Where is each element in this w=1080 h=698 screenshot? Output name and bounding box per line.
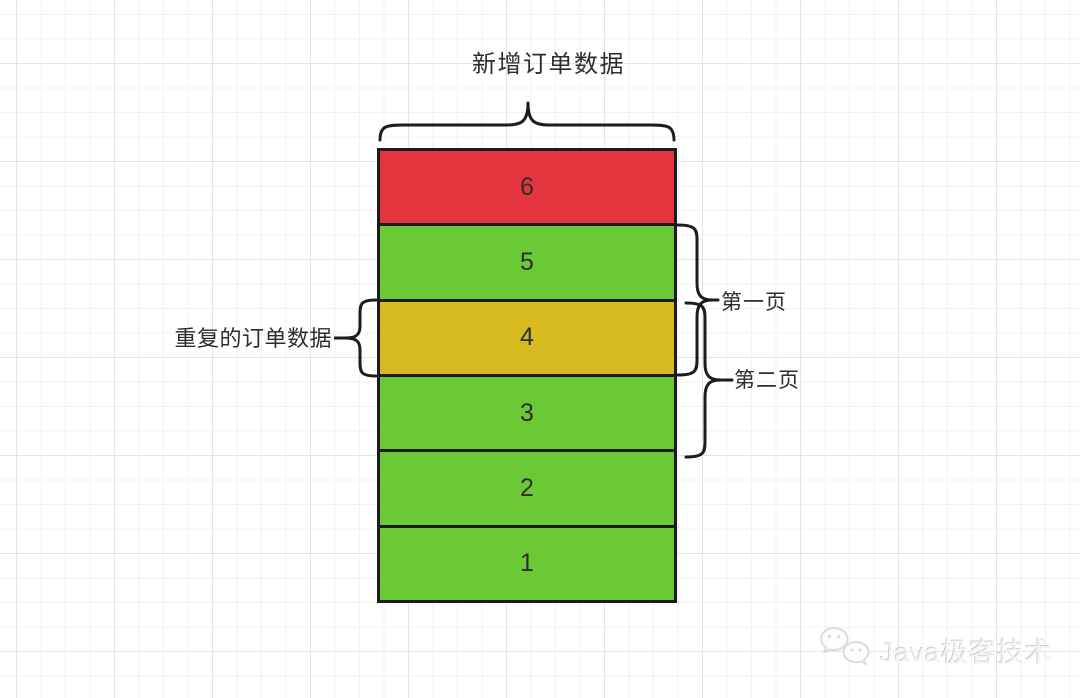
stack-row-label: 1 <box>520 549 534 578</box>
new-orders-label: 新增订单数据 <box>472 51 625 78</box>
page-one-label: 第一页 <box>721 291 787 314</box>
stack-row-label: 2 <box>520 473 534 502</box>
stack-row-3: 3 <box>377 373 677 453</box>
stack-row-label: 5 <box>520 247 534 276</box>
stack-row-5: 5 <box>377 223 677 302</box>
stack-row-2: 2 <box>377 449 677 528</box>
stack-row-label: 6 <box>520 172 534 201</box>
watermark-text: Java极客技术 <box>880 637 1054 668</box>
top-brace <box>378 101 676 142</box>
watermark: Java极客技术 <box>820 626 1053 674</box>
duplicate-orders-label: 重复的订单数据 <box>174 326 332 351</box>
stack-row-label: 3 <box>520 398 534 427</box>
stack-row-4: 4 <box>377 298 677 377</box>
stack-row-label: 4 <box>520 323 534 352</box>
page2-brace <box>684 301 734 459</box>
stack-row-1: 1 <box>377 524 677 603</box>
stack-row-6: 6 <box>377 148 677 227</box>
wechat-bubbles-icon <box>820 626 870 666</box>
left-brace <box>334 298 378 378</box>
order-stack: 6 5 4 3 2 1 <box>377 148 677 603</box>
page1-brace <box>676 223 720 377</box>
page-two-label: 第二页 <box>734 369 800 392</box>
